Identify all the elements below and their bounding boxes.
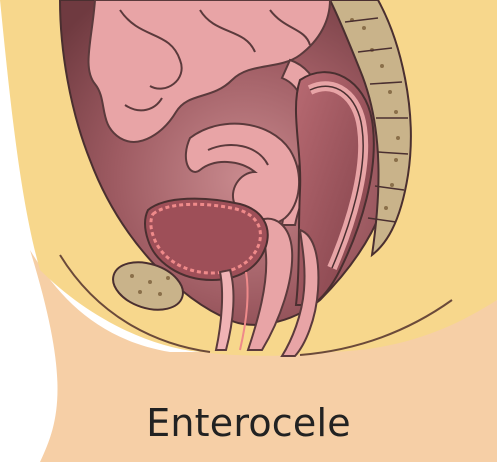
figure-caption: Enterocele <box>0 398 497 448</box>
